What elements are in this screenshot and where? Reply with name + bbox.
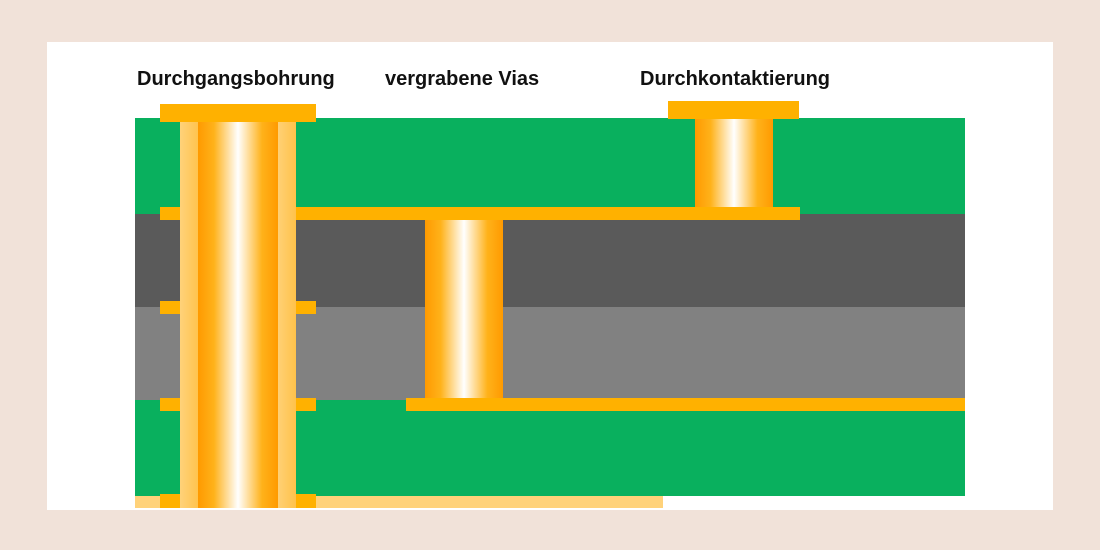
trace-inner-3 <box>406 398 965 411</box>
buried-via-barrel <box>425 220 503 398</box>
through-hole-pad-r2 <box>294 301 316 314</box>
through-hole-pad-l3 <box>160 398 182 411</box>
through-hole-pad-l1 <box>160 207 182 220</box>
trace-inner-1 <box>295 207 800 220</box>
through-hole-pad-r3 <box>294 398 316 411</box>
label-through-hole: Durchgangsbohrung <box>137 68 335 90</box>
through-hole-pad-l2 <box>160 301 182 314</box>
label-buried-vias: vergrabene Vias <box>385 68 540 90</box>
label-plated-through: Durchkontaktierung <box>640 68 831 90</box>
blind-via-barrel <box>695 119 773 207</box>
blind-via-top-pad <box>668 101 799 119</box>
through-hole-barrel <box>198 122 278 508</box>
through-hole-wall-right <box>276 122 296 508</box>
through-hole-wall-left <box>180 122 200 508</box>
through-hole-top-pad <box>160 104 316 122</box>
